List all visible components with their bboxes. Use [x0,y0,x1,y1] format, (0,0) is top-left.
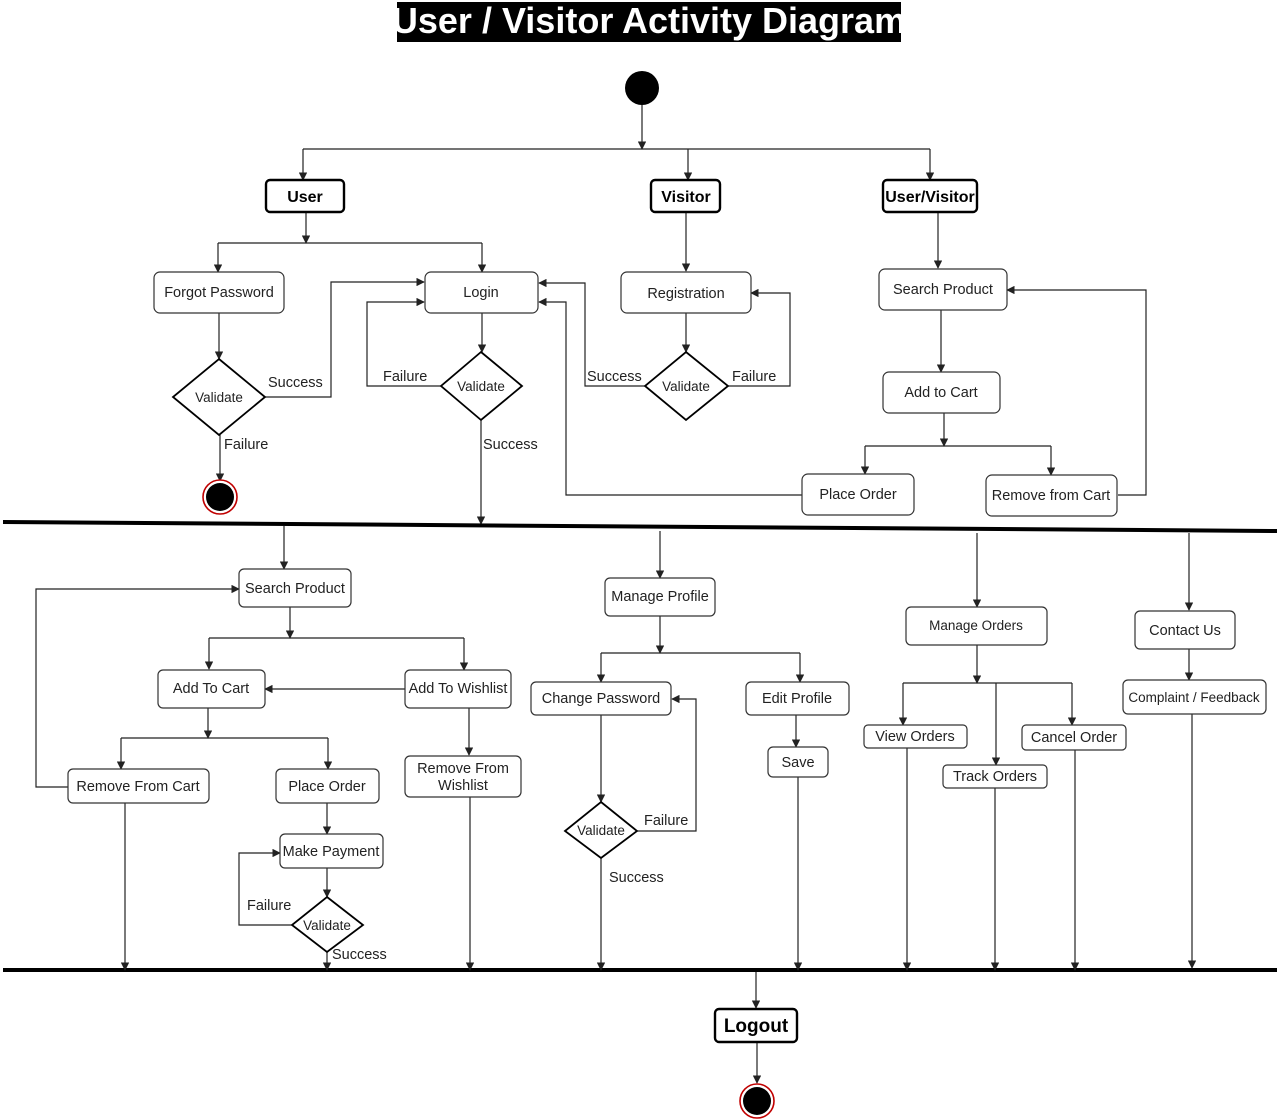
activity-logout [713,1007,799,1044]
activity-manage-profile-label: Manage Profile [611,589,709,605]
activity-remove-from-cart [67,768,210,804]
actor-user-visitor-label: User/Visitor [885,189,975,206]
activity-change-password-label: Change Password [542,691,661,707]
guard-failure-forgot: Failure [224,437,268,453]
decision-validate-payment [290,895,365,954]
guard-success-forgot: Success [268,375,323,391]
activity-contact-us-label: Contact Us [1149,623,1221,639]
activity-track-orders [942,764,1048,789]
activity-manage-profile [604,577,716,617]
decision-validate-registration [643,350,730,422]
title-background [397,2,901,42]
activity-add-to-cart [157,669,266,709]
activity-login [424,271,539,314]
activity-manage-orders [905,606,1048,646]
activity-add-to-wishlist-label: Add To Wishlist [409,681,508,697]
diagram-title: User / Visitor Activity Diagram [392,0,906,41]
actor-user-visitor [881,178,979,214]
actor-visitor [649,178,722,214]
decision-validate-password [563,800,639,860]
activity-search-product-top-label: Search Product [893,282,993,298]
activity-contact-us [1134,610,1236,650]
activity-remove-from-cart-top [985,474,1118,517]
guard-failure-registration: Failure [732,369,776,385]
activity-remove-from-wishlist [404,755,522,798]
guard-success-login: Success [483,437,538,453]
guard-failure-payment: Failure [247,898,291,914]
guard-success-password: Success [609,870,664,886]
activity-remove-from-cart-label: Remove From Cart [76,779,199,795]
activity-add-to-cart-label: Add To Cart [173,681,249,697]
top-edges [213,105,1147,525]
decision-validate-registration-label: Validate [662,379,710,394]
decision-validate-forgot-label: Validate [195,390,243,405]
activity-add-to-cart-top [882,371,1001,414]
decision-validate-login [439,350,524,422]
activity-logout-label: Logout [724,1016,789,1037]
activity-complaint-feedback [1122,679,1267,715]
activity-search-product [238,568,352,608]
guard-failure-login: Failure [383,369,427,385]
activity-save [767,746,829,778]
decision-validate-password-label: Validate [577,823,625,838]
actor-user-label: User [287,189,323,206]
activity-make-payment-label: Make Payment [283,844,380,860]
activity-view-orders-label: View Orders [875,729,955,745]
activity-search-product-label: Search Product [245,581,345,597]
activity-view-orders [863,724,968,749]
activity-place-order-top-label: Place Order [819,487,897,503]
guard-failure-password: Failure [644,813,688,829]
bottom-edges [35,526,1197,1084]
actor-visitor-label: Visitor [661,189,711,206]
activity-manage-orders-label: Manage Orders [929,618,1023,633]
activity-add-to-cart-top-label: Add to Cart [904,385,977,401]
start-node [625,71,659,105]
activity-edit-profile [745,681,850,716]
activity-registration [620,271,752,314]
activity-edit-profile-label: Edit Profile [762,691,832,707]
activity-change-password [530,681,672,716]
activity-remove-from-wishlist-label-2: Wishlist [438,778,488,794]
decision-validate-forgot [171,357,267,437]
end-node-forgot-dot [206,483,234,511]
end-node-final-dot [743,1087,771,1115]
activity-registration-label: Registration [647,286,724,302]
actor-user [264,178,346,214]
activity-forgot-password-label: Forgot Password [164,285,274,301]
activity-complaint-feedback-label: Complaint / Feedback [1128,690,1260,705]
activity-make-payment [279,833,384,869]
activity-remove-from-wishlist-label-1: Remove From [417,761,509,777]
activity-forgot-password [153,271,285,314]
guard-success-registration: Success [587,369,642,385]
decision-validate-login-label: Validate [457,379,505,394]
activity-add-to-wishlist [404,669,512,709]
activity-login-label: Login [463,285,498,301]
activity-cancel-order-label: Cancel Order [1031,730,1117,746]
activity-cancel-order [1021,724,1127,751]
activity-track-orders-label: Track Orders [953,769,1037,785]
activity-place-order-label: Place Order [288,779,366,795]
decision-validate-payment-label: Validate [303,918,351,933]
sync-bar-top [2,520,1278,533]
activity-remove-from-cart-top-label: Remove from Cart [992,488,1110,504]
activity-place-order [275,768,380,804]
activity-place-order-top [801,473,915,516]
activity-save-label: Save [781,755,814,771]
guard-success-payment: Success [332,947,387,963]
activity-search-product-top [878,268,1008,311]
